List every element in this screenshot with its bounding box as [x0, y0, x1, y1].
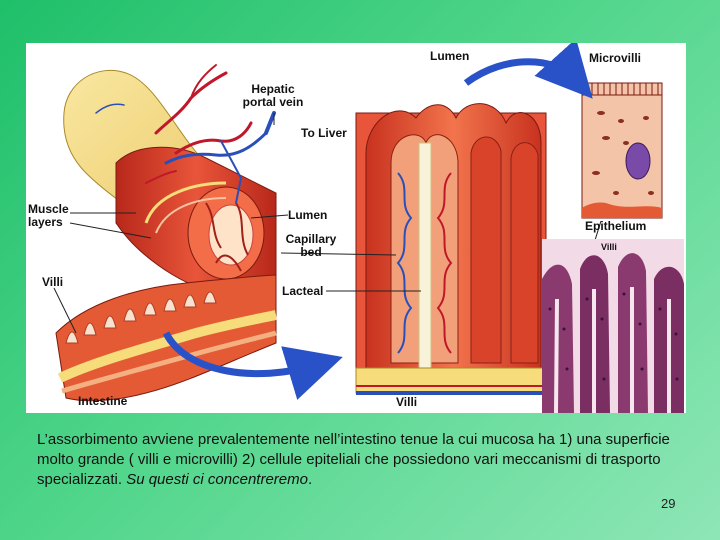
small-villi	[65, 291, 217, 344]
label-muscle-line1: Muscle	[28, 202, 69, 216]
diagram-illustration	[53, 43, 663, 402]
label-villi-micrograph: Villi	[601, 242, 617, 252]
villus-section	[355, 103, 547, 395]
leader-lines	[53, 113, 602, 334]
caption-end: .	[307, 471, 313, 488]
label-microvilli: Microvilli	[589, 51, 642, 65]
micrograph-image	[542, 239, 684, 413]
label-muscle-line2: layers	[28, 215, 63, 229]
label-capillary-line2: bed	[300, 245, 322, 259]
zoom-arrow-top	[463, 43, 593, 99]
label-villi-bottom: Villi	[396, 395, 418, 409]
label-intestine: Intestine	[78, 394, 128, 408]
label-lumen-mid: Lumen	[288, 208, 328, 222]
caption-main: L’assorbimento avviene prevalentemente n…	[37, 431, 670, 488]
label-capillary-bed: Capillary bed	[276, 233, 346, 259]
epithelium-inset	[581, 82, 663, 219]
label-lumen-top: Lumen	[430, 49, 470, 63]
label-hepatic-portal-vein: Hepatic portal vein	[233, 83, 313, 109]
caption-italic: Su questi ci concentreremo	[126, 471, 308, 488]
digestion-diagram: Lumen Microvilli Hepatic portal vein To …	[26, 43, 686, 413]
label-lacteal: Lacteal	[282, 284, 324, 298]
page-number: 29	[661, 496, 676, 511]
label-capillary-line1: Capillary	[285, 232, 337, 246]
label-epithelium: Epithelium	[585, 219, 647, 233]
blood-vessels	[95, 64, 276, 204]
zoom-arrow-bottom	[162, 331, 343, 400]
slide-caption: L’assorbimento avviene prevalentemente n…	[37, 430, 687, 490]
lacteal-channel	[418, 142, 432, 369]
label-villi-left: Villi	[42, 275, 64, 289]
villi-micrograph	[542, 239, 684, 413]
label-hepatic-line2: portal vein	[242, 95, 304, 109]
label-to-liver: To Liver	[301, 126, 347, 140]
label-muscle-layers: Muscle layers	[28, 203, 69, 229]
label-hepatic-line1: Hepatic	[251, 82, 295, 96]
